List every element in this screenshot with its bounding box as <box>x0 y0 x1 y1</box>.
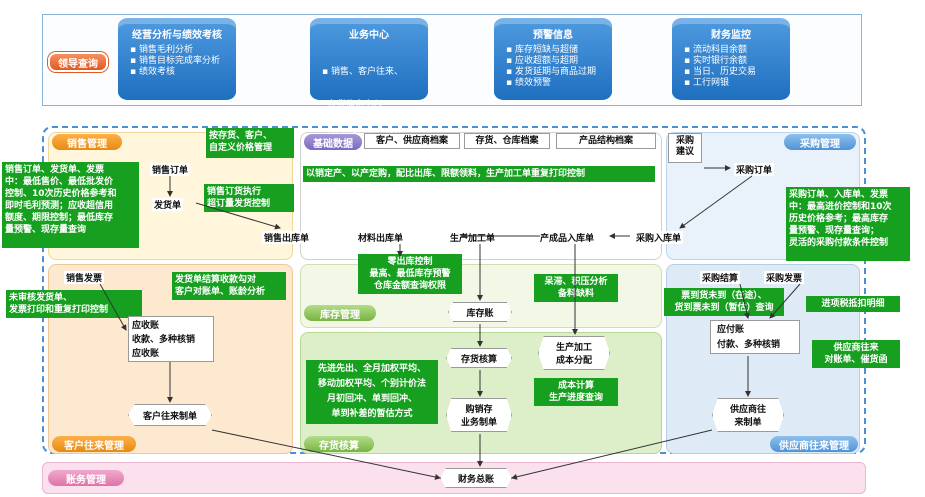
cylinder-line: ▪ 销售目标完成率分析 <box>130 56 220 66</box>
node-customer-ledger: 客户往来制单 <box>128 404 212 426</box>
tab-stock[interactable]: 库存管理 <box>304 305 376 321</box>
node-purchase-invoice: 采购发票 <box>764 271 805 284</box>
node-purchase-order: 采购订单 <box>734 163 775 176</box>
note-input-tax: 进项税抵扣明细 <box>806 296 900 312</box>
archive-inventory-warehouse: 存货、仓库档案 <box>464 133 550 149</box>
cylinder-warning: 预警信息 ▪ 库存短缺与超储 ▪ 应收超额与超期 ▪ 发货延期与商品过期 ▪ 绩… <box>494 18 612 100</box>
node-supplier-ledger: 供应商往 来制单 <box>712 398 784 432</box>
node-sales-out: 销售出库单 <box>262 231 312 244</box>
cylinder-line: ▪ 绩效考核 <box>130 67 175 77</box>
cylinder-title: 预警信息 <box>533 30 573 41</box>
node-stock-ledger: 库存账 <box>448 302 512 322</box>
node-production-order: 生产加工单 <box>448 231 498 244</box>
cylinder-finance-monitor: 财务监控 ▪ 流动科目余额 ▪ 实时银行余额 ▪ 当日、历史交易 ▪ 工行网银 <box>672 18 790 100</box>
cylinder-title: 经营分析与绩效考核 <box>132 30 222 41</box>
tab-purchase[interactable]: 采购管理 <box>784 134 856 150</box>
cylinder-line: ▪ 销售、客户往来、 <box>322 67 403 77</box>
note-order-execution: 销售订货执行 超订量发货控制 <box>204 184 294 212</box>
cylinder-line: ▪ 库存短缺与超储 <box>506 45 578 55</box>
note-purchase-controls: 采购订单、入库单、发票 中：最高进价控制和10次 历史价格参考；最高库存 量预警… <box>786 187 910 261</box>
note-shipment-check: 发货单结算收款勾对 客户对账单、账龄分析 <box>172 272 286 300</box>
cylinder-line: ▪ 工行网银 <box>684 78 729 88</box>
receivable-ledger: 应收账 收款、多种核销 应收账 <box>128 316 214 362</box>
archive-customer-supplier: 客户、供应商档案 <box>364 133 460 149</box>
node-pss-ledger: 购销存 业务制单 <box>446 398 512 432</box>
note-slow-moving: 呆滞、积压分析 备料缺料 <box>534 274 618 302</box>
cylinder-business-center: 业务中心 ▪ 销售、客户往来、 存货信息中心 ▪ 待处理销售、采购 业务 <box>310 18 428 176</box>
note-price-control: 按存货、客户、 自定义价格管理 <box>206 128 294 158</box>
cylinder-line: 存货信息中心 <box>322 100 382 110</box>
cylinder-title: 业务中心 <box>349 30 389 41</box>
note-supplier-statement: 供应商往来 对账单、催货函 <box>812 340 900 368</box>
node-stock-calc: 存货核算 <box>446 348 512 368</box>
cylinder-line: ▪ 绩效预警 <box>506 78 551 88</box>
tab-sales[interactable]: 销售管理 <box>52 134 122 150</box>
node-general-ledger: 财务总账 <box>440 468 512 488</box>
note-unreviewed-print: 未审核发货单、 发票打印和重复打印控制 <box>6 290 142 318</box>
cylinder-line: ▪ 销售毛利分析 <box>130 45 193 55</box>
node-production-cost: 生产加工 成本分配 <box>538 336 610 370</box>
cylinder-line: ▪ 发货延期与商品过期 <box>506 67 596 77</box>
node-sales-order: 销售订单 <box>150 163 191 176</box>
tab-cost[interactable]: 存货核算 <box>304 436 374 452</box>
tab-customer[interactable]: 客户往来管理 <box>52 436 136 452</box>
note-cost-methods: 先进先出、全月加权平均、 移动加权平均、个别计价法 月初回冲、单到回冲、 单到补… <box>306 360 438 424</box>
node-purchase-in: 采购入库单 <box>634 231 684 244</box>
purchase-suggestion: 采购 建议 <box>668 133 702 163</box>
cylinder-line: ▪ 应收超额与超期 <box>506 56 578 66</box>
tab-supplier[interactable]: 供应商往来管理 <box>770 436 858 452</box>
cylinder-line: ▪ 实时银行余额 <box>684 56 747 66</box>
cylinder-line: ▪ 当日、历史交易 <box>684 67 756 77</box>
tab-base-data[interactable]: 基础数据 <box>304 134 362 150</box>
archive-product-structure: 产品结构档案 <box>556 133 656 149</box>
node-purchase-settle: 采购结算 <box>700 271 741 284</box>
cylinder-title: 财务监控 <box>711 30 751 41</box>
payable-ledger: 应付账 付款、多种核销 <box>710 320 800 354</box>
node-sales-invoice: 销售发票 <box>64 271 105 284</box>
note-production-control: 以销定产、以产定购，配比出库、限额领料，生产加工单重复打印控制 <box>303 166 655 182</box>
tab-finance[interactable]: 账务管理 <box>48 470 124 486</box>
leader-query-button[interactable]: 领导查询 <box>48 52 108 72</box>
node-product-in: 产成品入库单 <box>538 231 597 244</box>
note-ticket-goods: 票到货未到（在途）、 货到票未到（暂估）查询 <box>664 288 784 316</box>
node-material-out: 材料出库单 <box>356 231 406 244</box>
note-zero-stock: 零出库控制 最高、最低库存预警 仓库金额查询权限 <box>358 254 462 294</box>
note-cost-calc: 成本计算 生产进度查询 <box>534 378 618 406</box>
cylinder-analysis: 经营分析与绩效考核 ▪ 销售毛利分析 ▪ 销售目标完成率分析 ▪ 绩效考核 <box>118 18 236 100</box>
cylinder-line: ▪ 流动科目余额 <box>684 45 747 55</box>
node-delivery: 发货单 <box>152 198 184 211</box>
note-sales-controls: 销售订单、发货单、发票 中：最低售价、最低批发价 控制、10次历史价格参考和 即… <box>2 162 139 248</box>
